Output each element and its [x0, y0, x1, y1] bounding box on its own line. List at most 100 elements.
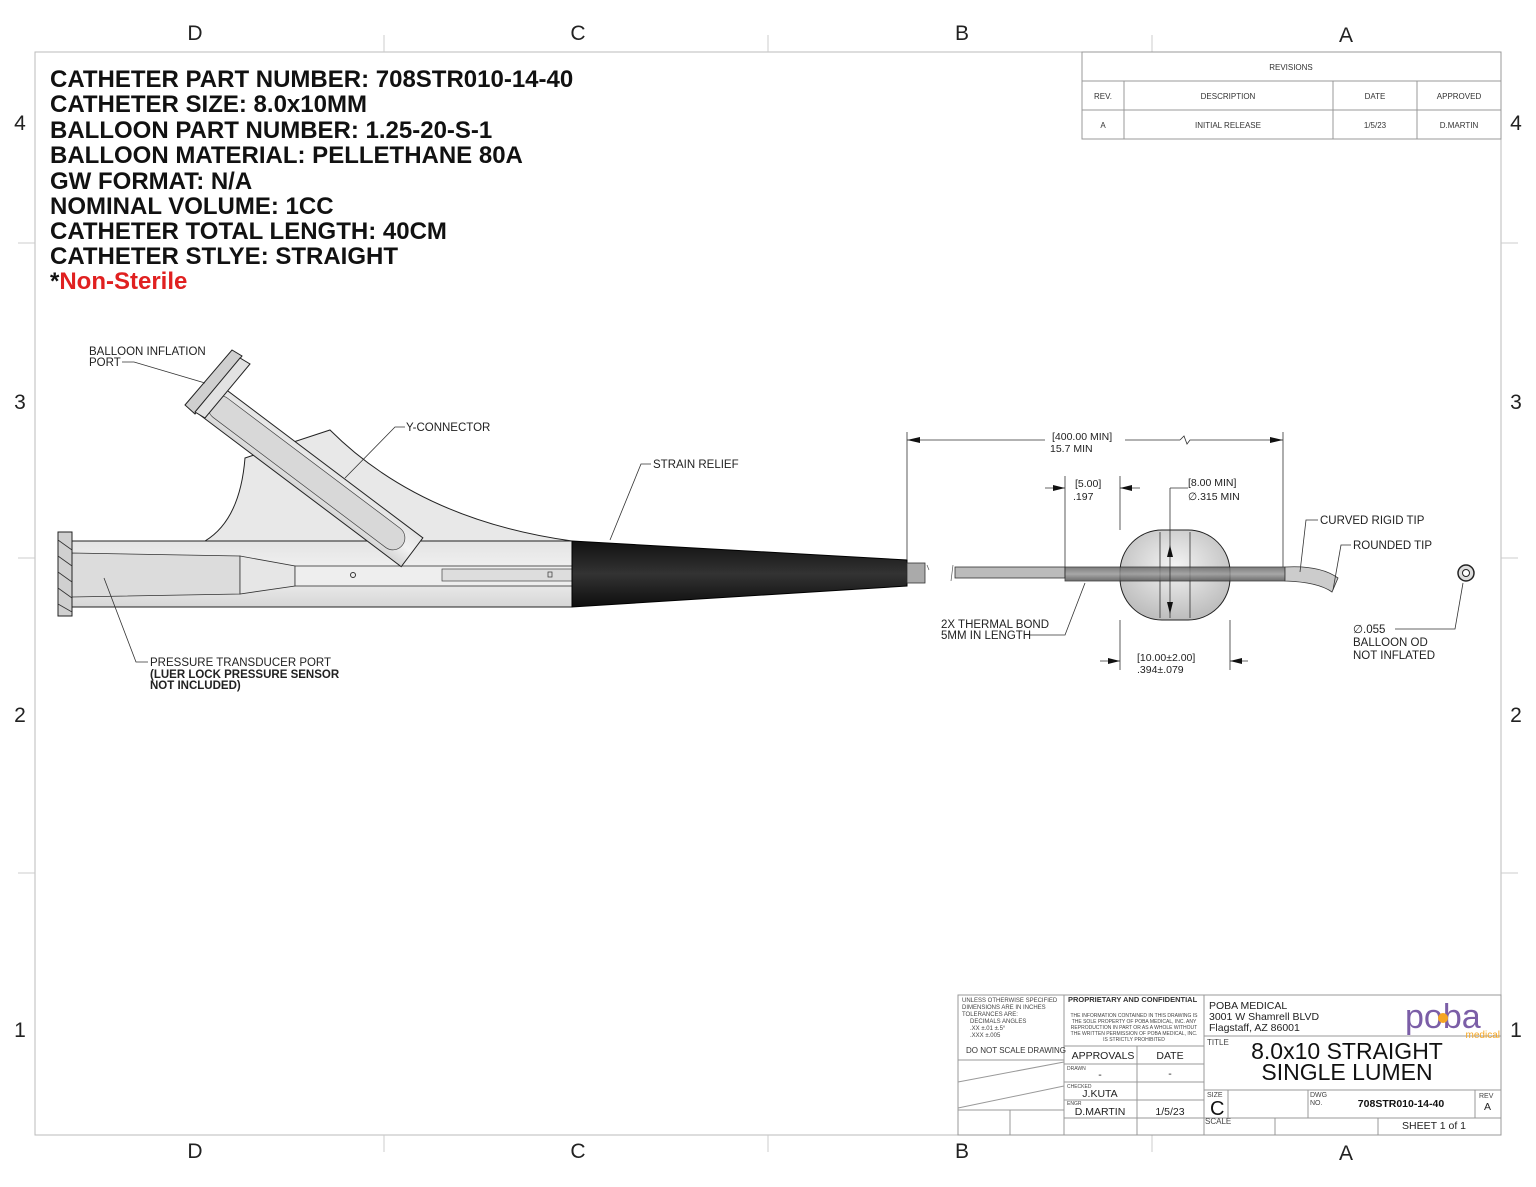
dim-length-in: 15.7 MIN — [1050, 443, 1093, 455]
dwg-number: 708STR010-14-40 — [1358, 1098, 1445, 1110]
zone-labels: D C B A D C B A 4 3 2 1 4 3 2 1 — [14, 22, 1522, 1165]
spec-style: CATHETER STLYE: STRAIGHT — [50, 243, 398, 270]
dim-length-mm: [400.00 MIN] — [1052, 431, 1112, 443]
y-connector-label: Y-CONNECTOR — [406, 422, 490, 434]
curved-tip-label: CURVED RIGID TIP — [1320, 515, 1425, 527]
rounded-tip-label: ROUNDED TIP — [1353, 540, 1432, 552]
approved-cell: D.MARTIN — [1440, 121, 1479, 130]
dim-bond-mm: [5.00] — [1075, 478, 1101, 490]
zone-col-c-bottom: C — [570, 1140, 585, 1163]
dim-balloon-length-mm: [10.00±2.00] — [1137, 652, 1195, 664]
title-label: TITLE — [1207, 1038, 1229, 1047]
logo-sub: medical — [1466, 1030, 1500, 1041]
tolerance-line-3: TOLERANCES ARE: — [962, 1012, 1018, 1018]
balloon-port-label-2: PORT — [89, 357, 121, 369]
drawn-label: DRAWN — [1067, 1066, 1086, 1072]
tolerance-line-5: .XX ±.01 ±.5° — [970, 1026, 1006, 1032]
spec-balloon-material: BALLOON MATERIAL: PELLETHANE 80A — [50, 142, 523, 169]
company-city: Flagstaff, AZ 86001 — [1209, 1022, 1300, 1034]
proprietary-line-3: REPRODUCTION IN PART OR AS A WHOLE WITHO… — [1071, 1025, 1197, 1031]
date-cell: 1/5/23 — [1364, 121, 1387, 130]
dimension-texts: [400.00 MIN] 15.7 MIN [5.00] .197 [8.00 … — [1050, 431, 1240, 676]
poba-logo: poba medical — [1405, 998, 1500, 1041]
end-view — [1457, 564, 1475, 582]
zone-col-b-bottom: B — [955, 1140, 969, 1163]
zone-col-d-bottom: D — [187, 1140, 202, 1163]
approvals-date-header: DATE — [1156, 1050, 1183, 1062]
strain-relief — [571, 540, 908, 608]
zone-ticks — [18, 35, 1518, 1152]
zone-row-1: 1 — [14, 1019, 26, 1042]
proprietary-line-2: THE SOLE PROPERTY OF POBA MEDICAL, INC. … — [1072, 1019, 1197, 1025]
date-header: DATE — [1365, 92, 1386, 101]
engr-date: 1/5/23 — [1155, 1106, 1184, 1118]
engr-label: ENGR — [1067, 1101, 1082, 1107]
balloon-shaft — [1064, 566, 1286, 582]
drawing-title-1: 8.0x10 STRAIGHT — [1251, 1038, 1443, 1064]
dim-diameter-mm: [8.00 MIN] — [1188, 477, 1237, 489]
zone-row-4: 4 — [14, 112, 26, 135]
zone-row-2-right: 2 — [1510, 704, 1522, 727]
proprietary-line-4: THE WRITTEN PERMISSION OF POBA MEDICAL, … — [1071, 1031, 1198, 1037]
balloon-port-label-1: BALLOON INFLATION — [89, 346, 206, 358]
checked-value: J.KUTA — [1082, 1088, 1117, 1100]
callout-leaders — [103, 361, 1464, 663]
callout-labels: BALLOON INFLATION PORT Y-CONNECTOR STRAI… — [89, 346, 1435, 692]
spec-size: CATHETER SIZE: 8.0x10MM — [50, 91, 367, 118]
rev-value: A — [1484, 1101, 1491, 1113]
zone-col-d: D — [187, 22, 202, 45]
thermal-bond-label-1: 2X THERMAL BOND — [941, 619, 1049, 631]
checked-label: CHECKED — [1067, 1084, 1092, 1090]
dim-balloon-length-in: .394±.079 — [1137, 664, 1184, 676]
drawn-date: - — [1168, 1068, 1172, 1080]
y-connector-hub — [57, 349, 573, 617]
dimension-arrows — [907, 437, 1283, 664]
zone-col-a-bottom: A — [1339, 1142, 1353, 1165]
pressure-port-label-2: (LUER LOCK PRESSURE SENSOR — [150, 669, 340, 681]
tolerance-line-4: DECIMALS ANGLES — [970, 1019, 1026, 1025]
zone-col-c: C — [570, 22, 585, 45]
asterisk: * — [50, 268, 60, 295]
sterility-note: *Non-Sterile — [50, 268, 187, 295]
catheter-shaft — [954, 566, 1066, 579]
dwg-label-2: NO. — [1310, 1100, 1323, 1107]
spec-gw-format: GW FORMAT: N/A — [50, 168, 252, 195]
company-street: 3001 W Shamrell BLVD — [1209, 1011, 1320, 1023]
zone-row-3: 3 — [14, 391, 26, 414]
dwg-label-1: DWG — [1310, 1092, 1327, 1099]
dim-bond-in: .197 — [1073, 491, 1094, 503]
logo-dot — [1438, 1013, 1448, 1023]
drawn-value: - — [1098, 1069, 1102, 1081]
thermal-bond-label-2: 5MM IN LENGTH — [941, 630, 1031, 642]
spec-part-number: CATHETER PART NUMBER: 708STR010-14-40 — [50, 66, 573, 93]
company-name: POBA MEDICAL — [1209, 1000, 1287, 1012]
pressure-port-label-3: NOT INCLUDED) — [150, 680, 241, 692]
size-label: SIZE — [1207, 1092, 1223, 1099]
description-header: DESCRIPTION — [1201, 92, 1256, 101]
balloon-od-label-2: NOT INFLATED — [1353, 650, 1435, 662]
proprietary-line-1: THE INFORMATION CONTAINED IN THIS DRAWIN… — [1070, 1013, 1198, 1019]
rev-header: REV. — [1094, 92, 1112, 101]
strain-relief-label: STRAIN RELIEF — [653, 459, 739, 471]
approvals-header: APPROVALS — [1072, 1050, 1135, 1062]
revisions-title: REVISIONS — [1269, 63, 1313, 72]
engr-value: D.MARTIN — [1075, 1106, 1126, 1118]
drawing-title-2: SINGLE LUMEN — [1261, 1059, 1432, 1085]
approved-header: APPROVED — [1437, 92, 1482, 101]
non-sterile-label: Non-Sterile — [59, 268, 187, 295]
zone-col-b: B — [955, 22, 969, 45]
title-block: UNLESS OTHERWISE SPECIFIED DIMENSIONS AR… — [957, 994, 1502, 1136]
zone-col-a: A — [1339, 24, 1353, 47]
zone-row-1-right: 1 — [1510, 1019, 1522, 1042]
description-cell: INITIAL RELEASE — [1195, 121, 1261, 130]
luer-nut — [57, 531, 73, 617]
shaft-proximal — [906, 562, 926, 584]
inflation-port-luer — [184, 349, 251, 419]
balloon-od-value: ∅.055 — [1353, 624, 1385, 636]
tolerance-line-1: UNLESS OTHERWISE SPECIFIED — [962, 998, 1058, 1004]
rev-cell: A — [1100, 121, 1106, 130]
proprietary-title: PROPRIETARY AND CONFIDENTIAL — [1068, 995, 1198, 1004]
zone-row-3-right: 3 — [1510, 391, 1522, 414]
